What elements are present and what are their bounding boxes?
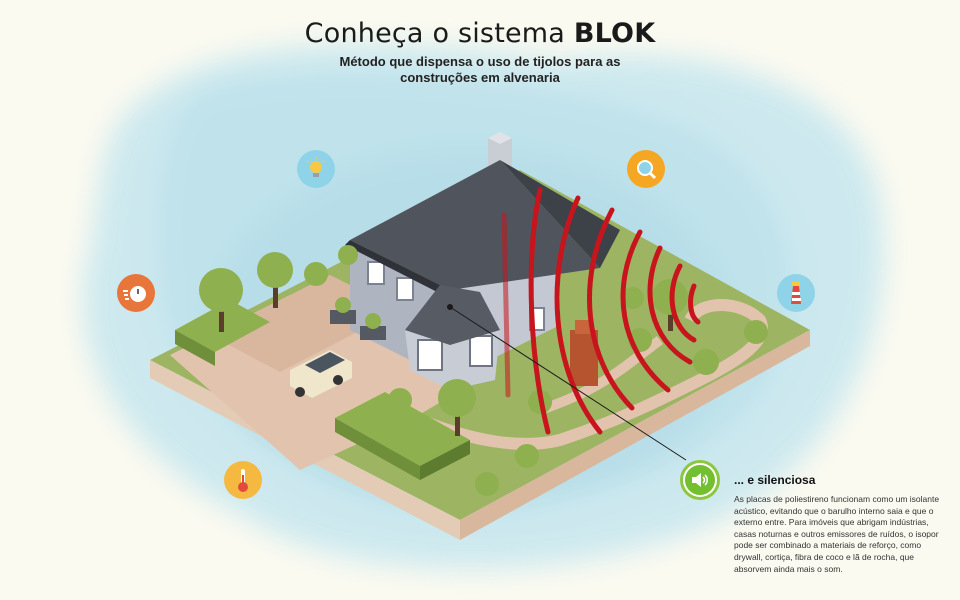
light-bulb-icon[interactable] — [297, 150, 335, 188]
info-description: As placas de poliestireno funcionam como… — [734, 494, 940, 574]
speaker-icon — [685, 465, 715, 495]
speaker-button[interactable] — [680, 460, 720, 500]
page-subtitle: Método que dispensa o uso de tijolos par… — [339, 54, 621, 85]
info-title: ... e silenciosa — [734, 473, 816, 487]
stopwatch-icon[interactable] — [117, 274, 155, 312]
page-title: Conheça o sistema BLOK — [304, 18, 656, 49]
thermometer-icon[interactable] — [224, 461, 262, 499]
sound-waves — [501, 187, 701, 435]
lighthouse-icon[interactable] — [777, 274, 815, 312]
brand-name: BLOK — [573, 18, 656, 49]
trees — [199, 245, 768, 496]
car — [290, 350, 352, 398]
magnifier-icon[interactable] — [627, 150, 665, 188]
